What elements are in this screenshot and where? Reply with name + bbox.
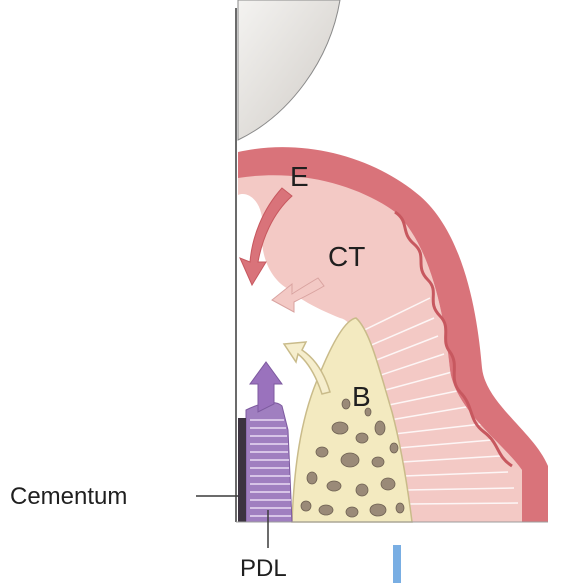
tooth-crown	[238, 0, 340, 140]
label-connective-tissue: CT	[328, 241, 365, 272]
label-bone: B	[352, 381, 371, 412]
label-pdl: PDL	[240, 555, 287, 582]
cementum-layer	[238, 418, 246, 522]
label-cementum: Cementum	[10, 483, 127, 510]
accent-bar	[393, 545, 401, 583]
label-epithelium: E	[290, 161, 309, 192]
